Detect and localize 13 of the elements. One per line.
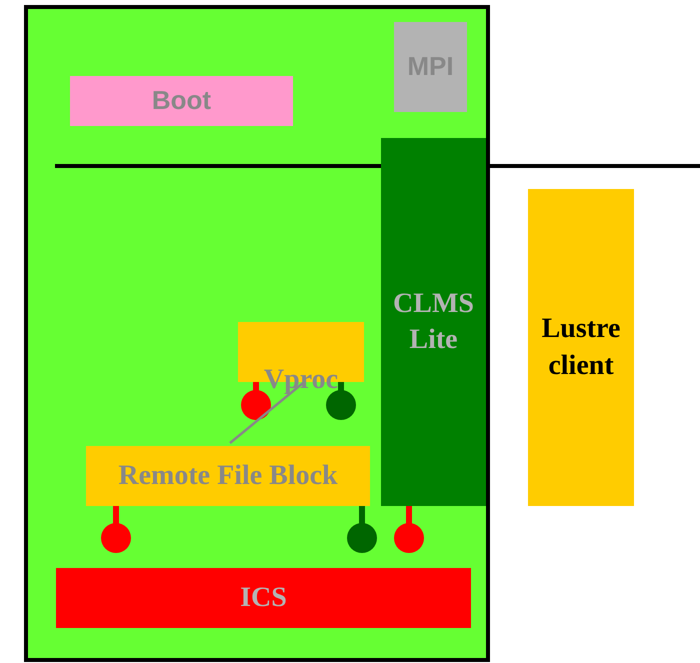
component-box [394, 22, 467, 112]
component-box [86, 446, 370, 506]
component-box [528, 189, 634, 506]
component-box [70, 76, 293, 126]
component-label: ICS [240, 580, 287, 615]
system-box [24, 5, 490, 662]
component-label: Remote File Block [118, 458, 338, 493]
component-box [381, 138, 486, 506]
connector-line [229, 382, 304, 444]
component-box [56, 568, 471, 628]
component-label: CLMS Lite [392, 286, 475, 357]
component-label: Boot [152, 84, 212, 118]
component-label: Lustre client [540, 312, 622, 382]
